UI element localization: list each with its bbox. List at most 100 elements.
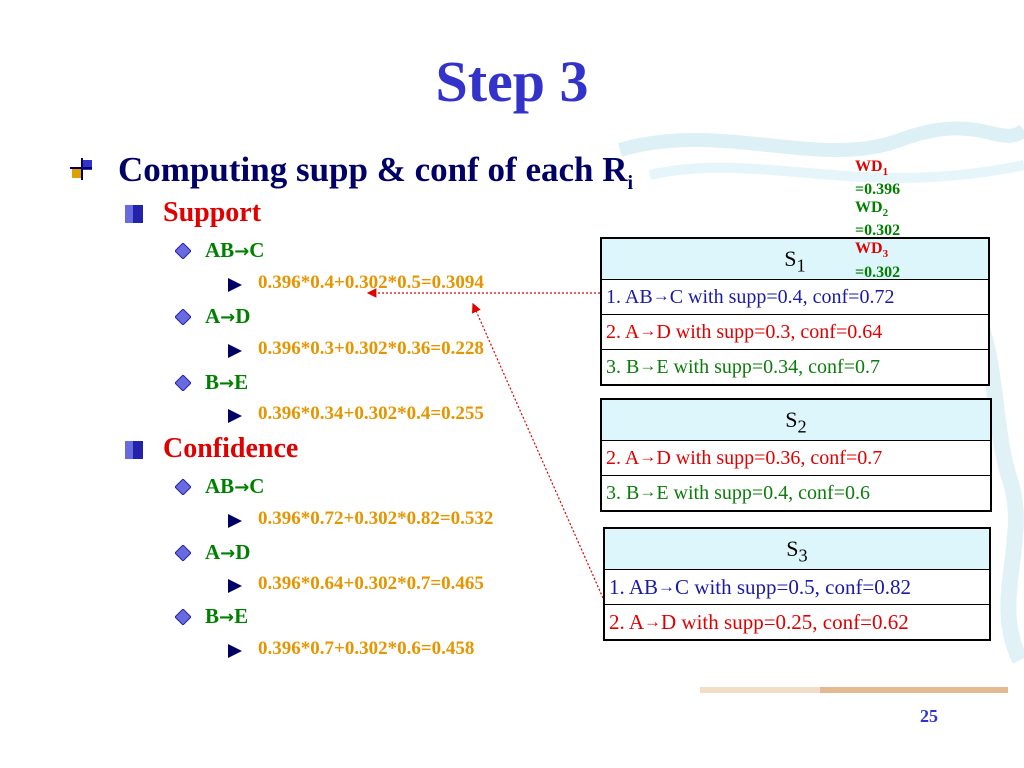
row-prefix: 2. A xyxy=(606,447,640,469)
triangle-bullet-icon xyxy=(228,579,242,593)
weight-value-3: =0.302 xyxy=(855,263,901,281)
table-header-sub: 2 xyxy=(797,416,807,437)
weight-label-3: WD3 xyxy=(855,240,900,263)
rule-left: AB xyxy=(205,474,235,498)
confidence-heading: Confidence xyxy=(163,433,299,464)
rule-left: A xyxy=(205,304,221,328)
table-row: 3. B→E with supp=0.4, conf=0.6 xyxy=(602,476,990,510)
arrow-icon: → xyxy=(220,543,236,564)
diamond-bullet-icon xyxy=(175,545,191,561)
weight-sub: 1 xyxy=(882,166,889,179)
support-rule-1: AB→C xyxy=(205,238,264,263)
triangle-bullet-icon xyxy=(228,278,242,292)
triangle-bullet-icon xyxy=(228,514,242,528)
table-header-sub: 1 xyxy=(796,255,806,276)
table-header: S1 xyxy=(602,239,988,280)
support-formula-2: 0.396*0.3+0.302*0.36=0.228 xyxy=(258,338,484,359)
rule-right: E xyxy=(234,370,249,394)
main-bullet-icon xyxy=(70,158,92,180)
weight-label-1: WD1 xyxy=(855,158,900,181)
weight-value-2: =0.302 xyxy=(855,222,901,240)
weight-sub: 2 xyxy=(882,207,889,220)
row-prefix: 1. AB xyxy=(609,575,659,599)
confidence-formula-1: 0.396*0.72+0.302*0.82=0.532 xyxy=(258,508,494,529)
rule-right: D xyxy=(235,304,251,328)
arrow-icon: → xyxy=(219,373,235,394)
main-bullet-subscript: i xyxy=(627,172,634,194)
arrow-icon: → xyxy=(234,477,250,498)
rule-left: A xyxy=(205,540,221,564)
triangle-bullet-icon xyxy=(228,409,242,423)
confidence-formula-3: 0.396*0.7+0.302*0.6=0.458 xyxy=(258,638,475,659)
arrow-icon: → xyxy=(234,241,250,262)
arrow-icon: → xyxy=(639,356,657,375)
weight-value-1: =0.396 xyxy=(855,181,901,199)
connector-arrow-s3 xyxy=(472,302,604,599)
table-s3: S3 1. AB→C with supp=0.5, conf=0.82 2. A… xyxy=(603,527,991,641)
confidence-formula-2: 0.396*0.64+0.302*0.7=0.465 xyxy=(258,573,484,594)
support-formula-3: 0.396*0.34+0.302*0.4=0.255 xyxy=(258,403,484,424)
row-prefix: 2. A xyxy=(609,610,645,634)
table-row: 2. A→D with supp=0.3, conf=0.64 xyxy=(602,315,988,350)
square-bullet-icon xyxy=(125,205,143,223)
triangle-bullet-icon xyxy=(228,344,242,358)
table-row: 2. A→D with supp=0.36, conf=0.7 xyxy=(602,441,990,476)
weight-label: WD xyxy=(855,199,883,217)
support-formula-1: 0.396*0.4+0.302*0.5=0.3094 xyxy=(258,272,484,293)
weight-label: WD xyxy=(855,158,883,175)
diamond-bullet-icon xyxy=(175,309,191,325)
row-prefix: 1. AB xyxy=(606,286,653,308)
triangle-bullet-icon xyxy=(228,644,242,658)
support-rule-2: A→D xyxy=(205,304,250,329)
row-prefix: 2. A xyxy=(606,321,640,343)
row-text: D with supp=0.3, conf=0.64 xyxy=(656,321,883,343)
arrow-icon: → xyxy=(652,286,670,305)
table-row: 2. A→D with supp=0.25, conf=0.62 xyxy=(605,605,989,639)
square-bullet-icon xyxy=(125,441,143,459)
rule-right: C xyxy=(249,238,265,262)
table-header-sub: 3 xyxy=(798,545,808,566)
rule-right: D xyxy=(235,540,251,564)
row-text: D with supp=0.25, conf=0.62 xyxy=(661,610,909,634)
row-prefix: 3. B xyxy=(606,356,640,378)
diamond-bullet-icon xyxy=(175,243,191,259)
table-row: 1. AB→C with supp=0.5, conf=0.82 xyxy=(605,570,989,605)
page-number: 25 xyxy=(920,706,938,726)
row-text: C with supp=0.4, conf=0.72 xyxy=(669,286,895,308)
weight-label-2: WD2 xyxy=(855,199,900,222)
confidence-rule-2: A→D xyxy=(205,540,250,565)
arrow-icon: → xyxy=(644,612,662,631)
table-header-label: S xyxy=(786,536,799,561)
rule-left: AB xyxy=(205,238,235,262)
main-bullet-label: Computing supp & conf of each R xyxy=(118,150,628,189)
weights-annotation: WD1 =0.396 WD2 =0.302 WD3 =0.302 xyxy=(855,158,900,282)
diamond-bullet-icon xyxy=(175,609,191,625)
table-header: S2 xyxy=(602,400,990,441)
table-row: 3. B→E with supp=0.34, conf=0.7 xyxy=(602,350,988,384)
table-s1: S1 1. AB→C with supp=0.4, conf=0.72 2. A… xyxy=(600,237,990,386)
row-text: E with supp=0.34, conf=0.7 xyxy=(656,356,880,378)
row-text: D with supp=0.36, conf=0.7 xyxy=(656,447,883,469)
rule-right: E xyxy=(234,604,249,628)
main-bullet-text: Computing supp & conf of each Ri xyxy=(118,150,633,195)
arrow-icon: → xyxy=(658,577,676,596)
table-row: 1. AB→C with supp=0.4, conf=0.72 xyxy=(602,280,988,315)
row-text: E with supp=0.4, conf=0.6 xyxy=(656,482,870,504)
row-prefix: 3. B xyxy=(606,482,640,504)
table-header-label: S xyxy=(785,407,798,432)
arrow-icon: → xyxy=(639,482,657,501)
rule-right: C xyxy=(249,474,265,498)
confidence-rule-3: B→E xyxy=(205,604,248,629)
table-s2: S2 2. A→D with supp=0.36, conf=0.7 3. B→… xyxy=(600,398,992,512)
arrow-icon: → xyxy=(639,447,657,466)
weight-label: WD xyxy=(855,240,883,258)
support-heading: Support xyxy=(163,197,262,228)
table-header: S3 xyxy=(605,529,989,570)
arrow-icon: → xyxy=(639,321,657,340)
row-text: C with supp=0.5, conf=0.82 xyxy=(675,575,912,599)
arrow-icon: → xyxy=(219,607,235,628)
rule-left: B xyxy=(205,604,220,628)
weight-sub: 3 xyxy=(882,248,889,261)
table-header-label: S xyxy=(784,246,797,271)
diamond-bullet-icon xyxy=(175,479,191,495)
